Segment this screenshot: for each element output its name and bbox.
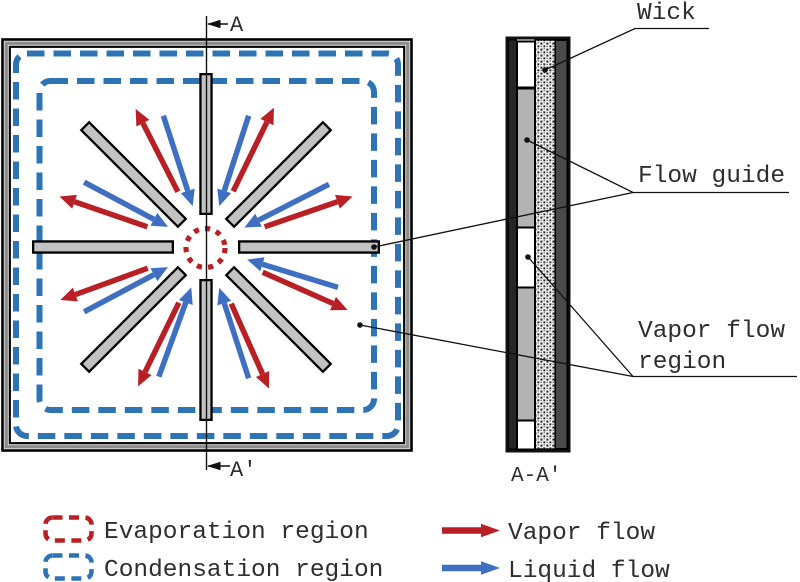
liquid-flow-arrow-icon <box>82 179 156 222</box>
vapor-flow-arrowhead-icon <box>481 523 500 538</box>
liquid-flow-arrow-icon <box>261 261 339 290</box>
flow-guide-plan-dot <box>371 244 377 250</box>
liquid-flow-arrowhead-icon <box>247 257 265 272</box>
liquid-flow-arrowhead-icon <box>244 213 262 228</box>
liquid-flow-arrowhead-icon <box>217 188 232 207</box>
vapor-flow-arrowhead-icon <box>60 287 78 302</box>
condensation-region-swatch-icon <box>43 553 94 581</box>
section-arrow-top-icon <box>207 19 221 29</box>
vapor-flow-arrowhead-icon <box>330 296 348 311</box>
vapor-flow-arrow-icon <box>74 265 149 298</box>
section-marker-top-label: A <box>230 13 244 38</box>
vapor-flow-arrow-icon <box>261 269 335 307</box>
leader-lines <box>359 27 797 378</box>
section-arrow-bottom-icon <box>207 461 221 471</box>
liquid-flow-arrow-icon <box>156 301 189 378</box>
liquid-flow-arrow-icon <box>221 302 252 380</box>
section-view: A-A' <box>505 36 571 488</box>
liquid-flow-arrowhead-icon <box>150 212 169 227</box>
liquid-flow-arrow-icon <box>82 272 156 315</box>
plan-view: A A' <box>1 13 413 483</box>
legend-vapor-flow-label: Vapor flow <box>508 520 655 547</box>
liquid-flow-arrowhead-icon <box>178 287 193 305</box>
vapor-flow-arrow-icon <box>142 301 182 374</box>
radial-flow-arrows <box>59 107 353 389</box>
flow-guide-leader-dot <box>524 137 530 143</box>
vapor-flow-arrow-icon <box>263 199 339 230</box>
flow-guide-bar <box>227 268 330 371</box>
section-left-wall <box>508 39 517 450</box>
liquid-flow-arrow-icon <box>160 114 191 192</box>
section-marker-bottom-label: A' <box>230 458 256 483</box>
section-right-wall <box>554 39 569 450</box>
section-column <box>516 40 536 451</box>
liquid-flow-arrowhead-icon <box>481 561 500 575</box>
legend-item-condensation: Condensation region <box>43 553 383 582</box>
legend-condensation-label: Condensation region <box>104 557 383 582</box>
leader-dots <box>357 67 548 328</box>
legend-evaporation-label: Evaporation region <box>104 519 369 546</box>
vapor-flow-arrowhead-icon <box>335 194 353 209</box>
vapor-flow-arrowhead-icon <box>135 108 150 127</box>
flow-guide-bar <box>82 123 185 226</box>
wick-layer <box>534 39 556 450</box>
vapor-flow-arrow-icon <box>140 121 181 194</box>
vapor-flow-arrowhead-icon <box>255 371 270 389</box>
wick-leader-dot <box>542 67 548 73</box>
evaporation-region-boundary <box>183 225 228 271</box>
liquid-flow-arrow-icon <box>257 181 331 223</box>
vapor-flow-arrow-icon <box>228 302 266 376</box>
liquid-flow-arrowhead-icon <box>180 188 195 207</box>
wick-leader <box>544 27 709 71</box>
vapor-flow-arrow-icon <box>230 120 270 193</box>
vapor-gap-bottom <box>516 419 536 451</box>
evaporation-region-swatch-icon <box>43 515 94 543</box>
section-caption: A-A' <box>511 465 561 488</box>
legend-liquid-flow-label: Liquid flow <box>508 558 670 582</box>
flow-guide-label: Flow guide <box>638 163 785 190</box>
vapor-region-label-line1: Vapor flow <box>638 318 785 345</box>
vapor-region-label-line2: region <box>638 349 726 376</box>
vapor-flow-arrowhead-icon <box>59 194 77 209</box>
vapor-region-leader-dot <box>525 254 531 260</box>
flow-guide-bar <box>82 268 185 371</box>
liquid-flow-arrowhead-icon <box>217 287 232 306</box>
vapor-region-leader-2 <box>359 324 634 378</box>
legend: Evaporation region Condensation region V… <box>43 515 670 582</box>
legend-item-vapor-flow: Vapor flow <box>442 520 655 547</box>
flow-guide-lower <box>516 286 536 422</box>
flow-guide-upper <box>516 87 536 229</box>
legend-item-liquid-flow: Liquid flow <box>442 558 670 582</box>
vapor-flow-arrowhead-icon <box>138 368 152 387</box>
liquid-flow-arrowhead-icon <box>150 267 169 282</box>
vapor-region-plan-dot <box>357 322 363 328</box>
liquid-flow-arrow-icon <box>221 114 252 192</box>
legend-item-evaporation: Evaporation region <box>43 515 369 546</box>
flow-guide-leader-2 <box>373 191 634 248</box>
section-cut-line: A A' <box>205 13 256 483</box>
flow-guide-bar <box>227 123 330 226</box>
wick-label: Wick <box>637 0 696 27</box>
vapor-flow-arrow-icon <box>73 199 149 230</box>
vapor-gap-top <box>516 40 536 89</box>
vapor-flow-arrowhead-icon <box>260 107 274 126</box>
callout-labels: Wick Flow guide Vapor flow region <box>637 0 785 376</box>
